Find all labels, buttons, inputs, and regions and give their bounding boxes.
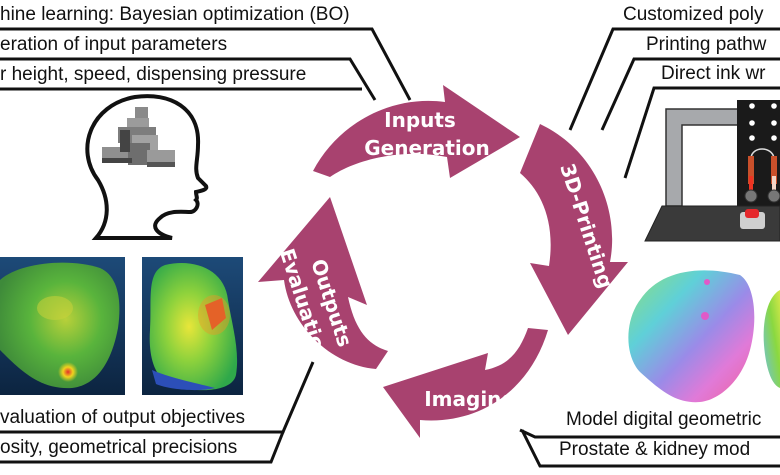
callout-line — [600, 57, 780, 131]
arrow-label-generation: Generation — [364, 136, 490, 160]
arrow-inputs-generation — [313, 85, 520, 178]
cycle-arrows: Inputs Generation 3D-Printing Imaging Ou… — [258, 85, 628, 438]
label-machine-learning-bo: hine learning: Bayesian optimization (BO… — [0, 4, 350, 25]
kidney-digital-model — [763, 290, 780, 388]
callout-line — [519, 428, 780, 439]
arrow-3d-printing — [520, 124, 628, 335]
arrow-imaging — [383, 328, 548, 438]
blocks-icon — [102, 107, 175, 167]
callout-line — [0, 57, 377, 101]
arrow-label-inputs: Inputs — [384, 108, 456, 132]
label-customized-polymer: Customized poly — [623, 4, 764, 25]
label-direct-ink-writing: Direct ink wr — [661, 63, 766, 84]
prostate-digital-model — [628, 270, 755, 403]
top-left-callout — [0, 27, 412, 101]
organ-deviation-heatmap-2 — [142, 257, 243, 395]
callout-line — [623, 86, 780, 179]
label-prostate-kidney-models: Prostate & kidney mod — [559, 439, 751, 460]
top-right-callout — [568, 27, 780, 179]
callout-line — [0, 431, 285, 464]
direct-ink-writing-printer — [644, 100, 780, 242]
callout-line — [0, 27, 412, 101]
organ-deviation-heatmap-1 — [0, 257, 125, 395]
head-outline — [85, 94, 209, 240]
head-with-blocks-icon — [85, 94, 209, 240]
label-output-objectives-list: osity, geometrical precisions — [0, 437, 238, 458]
label-model-digital-geometry: Model digital geometric — [566, 409, 762, 430]
callout-line — [520, 429, 780, 468]
label-generation-input-parameters: eration of input parameters — [0, 34, 228, 55]
callout-line — [568, 27, 780, 131]
bottom-right-callout — [519, 428, 780, 468]
bottom-left-callout — [0, 361, 315, 464]
label-printing-pathway: Printing pathw — [646, 34, 767, 55]
arrow-outputs-evaluation — [258, 197, 388, 369]
label-input-parameters-list: r height, speed, dispensing pressure — [0, 64, 307, 85]
arrow-label-imaging: Imaging — [424, 387, 516, 411]
label-evaluation-output-objectives: valuation of output objectives — [0, 407, 246, 428]
